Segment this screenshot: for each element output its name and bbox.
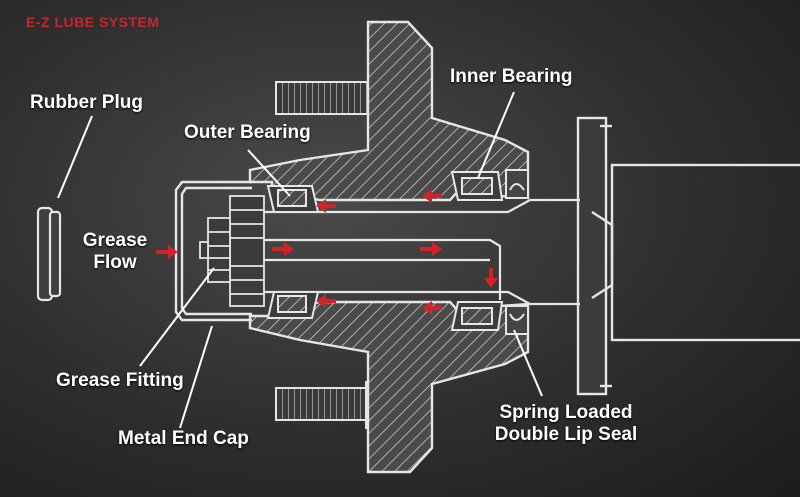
label-outer-bearing: Outer Bearing bbox=[184, 122, 311, 143]
label-grease-fitting: Grease Fitting bbox=[56, 370, 184, 391]
spindle-axle bbox=[576, 116, 800, 396]
label-double-lip-seal: Spring Loaded Double Lip Seal bbox=[488, 402, 644, 446]
wheel-stud-top bbox=[275, 81, 373, 115]
label-grease-flow: Grease Flow bbox=[78, 230, 152, 274]
spindle-nut bbox=[229, 195, 265, 307]
label-seal-line2: Double Lip Seal bbox=[494, 424, 638, 445]
label-inner-bearing: Inner Bearing bbox=[450, 66, 573, 87]
label-metal-end-cap: Metal End Cap bbox=[118, 428, 249, 449]
arrow-grease-flow-in bbox=[156, 245, 178, 259]
leader-lines bbox=[57, 91, 543, 429]
arrow-bore-2 bbox=[420, 242, 442, 256]
grease-fitting bbox=[199, 217, 231, 283]
arrow-top-right bbox=[422, 189, 442, 203]
arrow-bottom-right bbox=[422, 301, 442, 315]
hub-upper-section bbox=[248, 20, 530, 202]
label-grease-flow-line1: Grease bbox=[82, 230, 148, 251]
inner-bearing bbox=[450, 171, 504, 331]
label-grease-flow-line2: Flow bbox=[93, 252, 137, 273]
diagram-title: E-Z LUBE SYSTEM bbox=[26, 14, 160, 30]
label-seal-line1: Spring Loaded bbox=[499, 402, 633, 423]
outer-bearing bbox=[266, 185, 320, 319]
arrow-bottom-left bbox=[316, 294, 336, 308]
arrow-down bbox=[484, 268, 498, 288]
label-rubber-plug: Rubber Plug bbox=[30, 92, 143, 113]
double-lip-seal bbox=[505, 169, 529, 335]
rubber-plug-shape bbox=[36, 206, 62, 302]
grease-flow-arrows bbox=[156, 189, 498, 315]
arrow-bore-1 bbox=[272, 242, 294, 256]
spindle-bore bbox=[248, 198, 580, 306]
arrow-top-left bbox=[316, 199, 336, 213]
